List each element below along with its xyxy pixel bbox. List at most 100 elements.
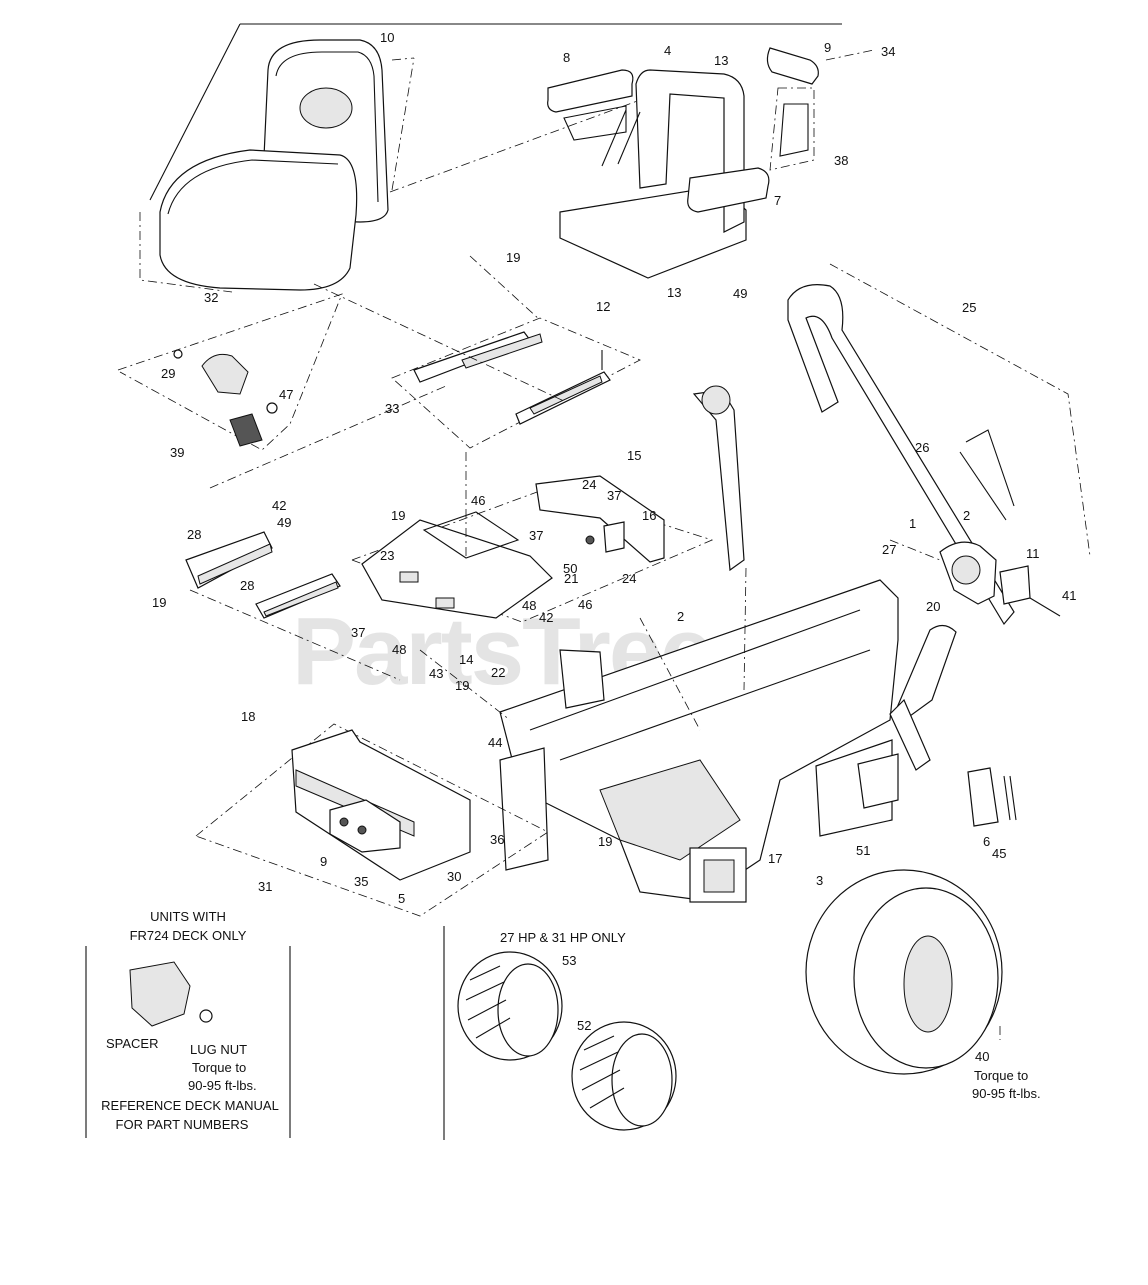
callout-15: 15 — [627, 448, 641, 463]
callout-50: 50 — [563, 561, 577, 576]
callout-19d: 19 — [455, 678, 469, 693]
callout-28b: 28 — [240, 578, 254, 593]
callout-44: 44 — [488, 735, 502, 750]
callout-labels: 1 2 2 3 4 5 6 7 8 9 9 10 11 12 13 13 14 … — [152, 30, 1076, 1064]
hp-only-label: 27 HP & 31 HP ONLY — [500, 930, 626, 945]
callout-48b: 48 — [392, 642, 406, 657]
handle-grip — [766, 47, 875, 85]
seat-latch-bracket — [535, 475, 665, 563]
reference-line-2: FOR PART NUMBERS — [116, 1117, 249, 1132]
callout-43: 43 — [429, 666, 443, 681]
callout-35: 35 — [354, 874, 368, 889]
callout-19a: 19 — [506, 250, 520, 265]
callout-37b: 37 — [529, 528, 543, 543]
callout-13b: 13 — [667, 285, 681, 300]
callout-37a: 37 — [607, 488, 621, 503]
callout-19c: 19 — [152, 595, 166, 610]
callout-32: 32 — [204, 290, 218, 305]
callout-22: 22 — [491, 665, 505, 680]
fr724-spacer-box — [85, 946, 291, 1138]
main-frame — [419, 579, 899, 903]
callout-24a: 24 — [582, 477, 596, 492]
callout-10: 10 — [380, 30, 394, 45]
callout-1: 1 — [909, 516, 916, 531]
wheel-torque-line-2: 90-95 ft-lbs. — [972, 1086, 1041, 1101]
callout-53: 53 — [562, 953, 576, 968]
fr724-title-line-1: UNITS WITH — [150, 909, 226, 924]
callout-28a: 28 — [187, 527, 201, 542]
rollover-protection-bar — [787, 263, 1091, 626]
callout-4: 4 — [664, 43, 671, 58]
lug-nut-torque-line-1: Torque to — [192, 1060, 246, 1075]
callout-3: 3 — [816, 873, 823, 888]
rear-tire — [805, 869, 1003, 1075]
callout-42a: 42 — [272, 498, 286, 513]
armrest-left — [547, 69, 634, 141]
rear-bracket — [967, 767, 1017, 827]
pivot-mount — [889, 539, 1061, 617]
callout-33: 33 — [385, 401, 399, 416]
callout-51: 51 — [856, 843, 870, 858]
callout-17: 17 — [768, 851, 782, 866]
callout-39: 39 — [170, 445, 184, 460]
callout-49b: 49 — [277, 515, 291, 530]
callout-30: 30 — [447, 869, 461, 884]
spacer-label: SPACER — [106, 1036, 159, 1051]
callout-40: 40 — [975, 1049, 989, 1064]
callout-34: 34 — [881, 44, 895, 59]
seat-assembly — [139, 23, 842, 293]
callout-36: 36 — [490, 832, 504, 847]
notes: UNITS WITH FR724 DECK ONLY SPACER LUG NU… — [101, 909, 1041, 1132]
callout-52: 52 — [577, 1018, 591, 1033]
seat-switch-assembly — [117, 293, 343, 451]
callout-41: 41 — [1062, 588, 1076, 603]
callout-14: 14 — [459, 652, 473, 667]
decal-panel — [769, 87, 815, 171]
callout-45: 45 — [992, 846, 1006, 861]
callout-26: 26 — [915, 440, 929, 455]
callout-13: 13 — [714, 53, 728, 68]
callout-27: 27 — [882, 542, 896, 557]
seat-mount-rails — [185, 385, 447, 681]
callout-37c: 37 — [351, 625, 365, 640]
lug-nut-label: LUG NUT — [190, 1042, 247, 1057]
callout-38: 38 — [834, 153, 848, 168]
callout-46a: 46 — [471, 493, 485, 508]
callout-48a: 48 — [522, 598, 536, 613]
callout-11: 11 — [1026, 546, 1040, 561]
callout-2b: 2 — [677, 609, 684, 624]
callout-9: 9 — [824, 40, 831, 55]
callout-25: 25 — [962, 300, 976, 315]
steering-levers — [692, 385, 957, 771]
control-console — [195, 723, 549, 917]
callout-23: 23 — [380, 548, 394, 563]
callout-49a: 49 — [733, 286, 747, 301]
callout-46b: 46 — [578, 597, 592, 612]
callout-19e: 19 — [598, 834, 612, 849]
callout-42b: 42 — [539, 610, 553, 625]
callout-29: 29 — [161, 366, 175, 381]
wheel-torque-line-1: Torque to — [974, 1068, 1028, 1083]
callout-5: 5 — [398, 891, 405, 906]
callout-18: 18 — [241, 709, 255, 724]
fr724-title-line-2: FR724 DECK ONLY — [130, 928, 247, 943]
seat-base-plate — [351, 452, 714, 623]
lug-nut-torque-line-2: 90-95 ft-lbs. — [188, 1078, 257, 1093]
callout-9b: 9 — [320, 854, 327, 869]
callout-12: 12 — [596, 299, 610, 314]
callout-19b: 19 — [391, 508, 405, 523]
callout-20: 20 — [926, 599, 940, 614]
seat-slide-rails — [313, 255, 641, 449]
callout-6: 6 — [983, 834, 990, 849]
callout-47: 47 — [279, 387, 293, 402]
callout-8: 8 — [563, 50, 570, 65]
callout-2: 2 — [963, 508, 970, 523]
alternate-tires — [443, 926, 677, 1140]
reference-line-1: REFERENCE DECK MANUAL — [101, 1098, 279, 1113]
callout-21: 21 — [564, 571, 578, 586]
callout-31: 31 — [258, 879, 272, 894]
callout-16: 16 — [642, 508, 656, 523]
callout-24b: 24 — [622, 571, 636, 586]
